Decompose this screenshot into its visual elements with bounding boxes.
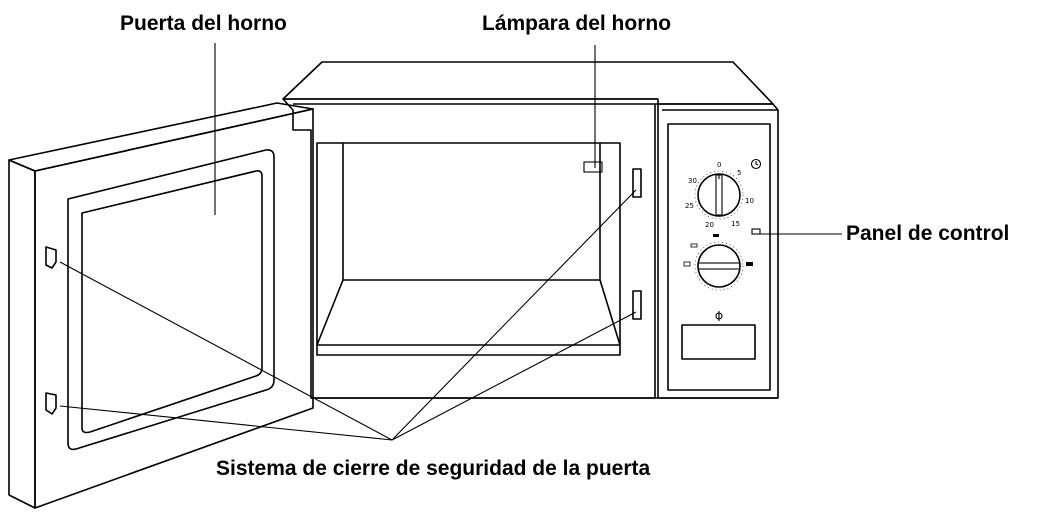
- label-lamp: Lámpara del horno: [482, 12, 672, 35]
- low-power-icon: [690, 243, 698, 248]
- timer-tick-25: 25: [685, 202, 694, 210]
- defrost-icon: [683, 261, 691, 267]
- high-power-icon: [746, 262, 753, 266]
- latch-slot-lower: [632, 290, 642, 320]
- microwave-mode-icon: [751, 228, 761, 235]
- door-open-button: [681, 311, 756, 360]
- timer-tick-15: 15: [731, 220, 740, 228]
- timer-tick-20: 20: [705, 221, 714, 229]
- label-control-panel: Panel de control: [846, 222, 1010, 245]
- timer-dial: 0 5 10 15 20 25 30: [685, 158, 762, 235]
- timer-tick-5: 5: [737, 169, 741, 177]
- oven-body: [282, 61, 778, 399]
- label-door: Puerta del horno: [120, 12, 287, 35]
- oven-door: [8, 102, 314, 509]
- clock-icon: [750, 158, 762, 170]
- power-dial: [683, 234, 753, 291]
- door-latch-upper: [45, 246, 57, 269]
- control-panel: [657, 103, 779, 399]
- label-safety-lock: Sistema de cierre de seguridad de la pue…: [216, 457, 651, 480]
- medium-power-icon: [713, 234, 719, 237]
- door-latch-lower: [45, 392, 57, 415]
- timer-tick-30: 30: [688, 177, 697, 185]
- oven-cavity: [316, 142, 621, 356]
- oven-lamp: [583, 161, 603, 173]
- timer-tick-10: 10: [745, 197, 754, 205]
- timer-tick-0: 0: [717, 161, 721, 169]
- latch-slot-upper: [632, 168, 642, 198]
- leader-lines: [59, 43, 842, 441]
